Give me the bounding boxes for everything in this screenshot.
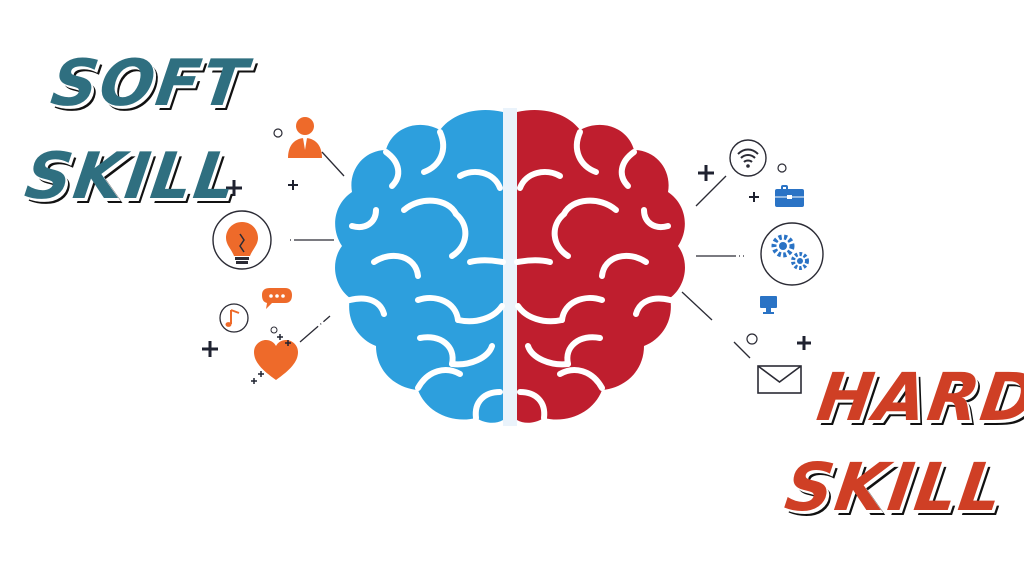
briefcase-icon	[775, 185, 804, 207]
plus-icon	[202, 341, 218, 357]
plus-icon	[749, 192, 759, 202]
brain-left-hemisphere	[335, 110, 503, 423]
plus-icon	[277, 334, 283, 340]
plus-icon	[288, 180, 298, 190]
gears-icon	[760, 222, 824, 286]
brain	[335, 108, 685, 426]
speech-bubble-icon	[262, 288, 292, 309]
hard-skill-title-line2: SKILL	[780, 449, 1009, 526]
soft-skill-title-line1: SOFT	[46, 47, 254, 121]
brain-divider	[503, 108, 517, 426]
plus-icon	[226, 180, 242, 196]
small-circle-icon	[270, 326, 278, 334]
monitor-icon	[760, 296, 777, 314]
plus-icon	[797, 336, 811, 350]
brain-right-folds	[514, 129, 673, 421]
connector-lines	[290, 151, 751, 359]
soft-icons	[206, 117, 322, 380]
heart-icon	[254, 340, 298, 380]
small-circle-icon	[777, 163, 787, 173]
hard-icons	[729, 139, 824, 394]
plus-signs-left	[202, 180, 298, 384]
plus-icon	[258, 371, 264, 377]
small-circle-icon	[746, 333, 758, 345]
person-icon	[288, 117, 322, 158]
music-note-icon	[219, 303, 249, 333]
brain-right-hemisphere	[517, 110, 685, 423]
small-circle-icon	[206, 192, 216, 202]
plus-icon	[285, 340, 291, 346]
envelope-icon	[757, 365, 802, 394]
plus-icon	[698, 165, 714, 181]
small-circle-icon	[273, 128, 283, 138]
lightbulb-icon	[212, 210, 272, 270]
plus-signs-right	[698, 165, 811, 350]
soft-skill-title-line2: SKILL	[20, 140, 243, 214]
brain-left-folds	[347, 129, 506, 421]
hard-skill-title-line1: HARD	[812, 359, 1024, 436]
plus-icon	[251, 378, 257, 384]
wifi-icon	[729, 139, 767, 177]
